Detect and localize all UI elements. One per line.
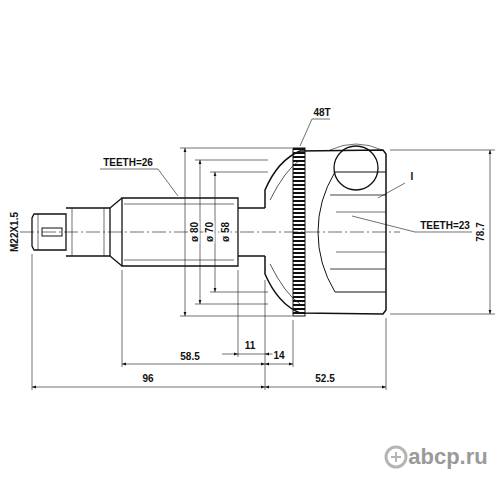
detail-mark: I [410, 171, 415, 182]
dimension-value: ø 70 [204, 221, 215, 243]
dimension-value: 78.7 [475, 221, 486, 242]
tooth-count: 48T [312, 107, 331, 118]
spline-count: TEETH=23 [419, 220, 471, 231]
dimension-value: ø 58 [220, 221, 231, 243]
dimension-value: 11 [244, 340, 257, 351]
spline-count: TEETH=26 [102, 157, 154, 168]
dimension-value: ø 80 [189, 221, 200, 243]
dimension-value: 58.5 [179, 351, 200, 362]
dimension-value: 96 [141, 373, 154, 384]
thread-size: M22X1.5 [9, 211, 20, 253]
dimension-value: 52.5 [314, 373, 335, 384]
watermark: abcp.ru [407, 445, 488, 469]
dimension-value: 14 [272, 350, 285, 361]
watermark-logo [386, 447, 406, 467]
